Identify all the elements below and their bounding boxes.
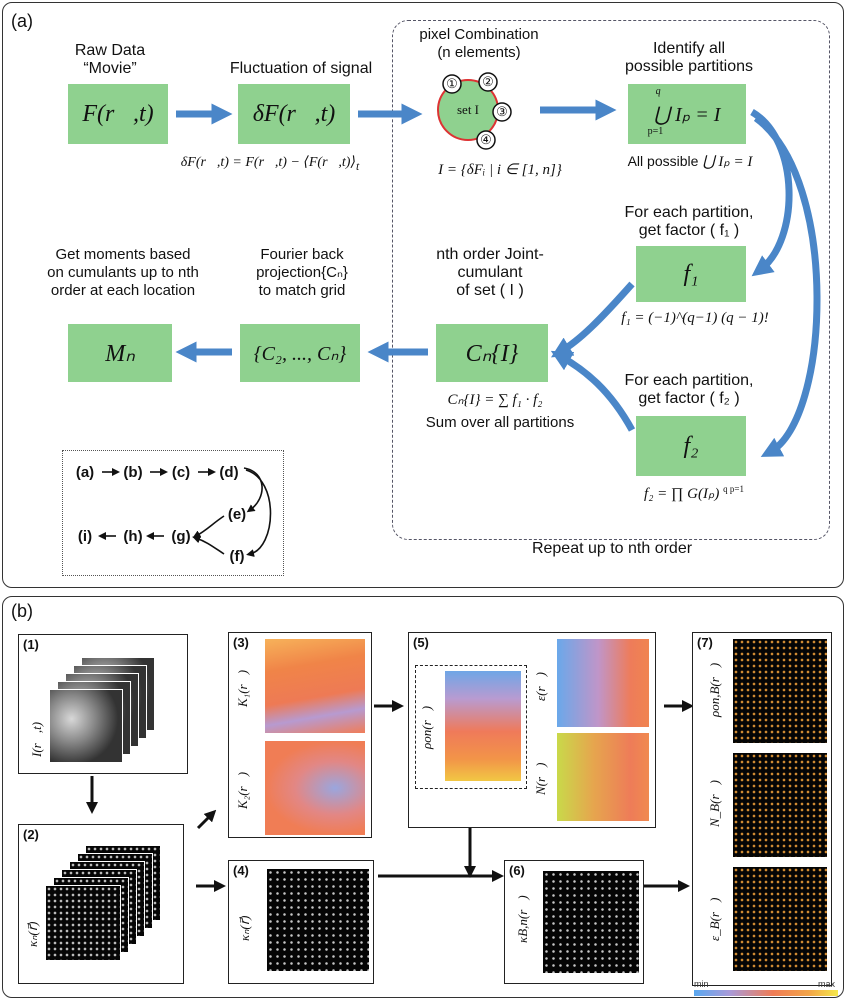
flow-f: (f) [229, 548, 245, 565]
panel-a-arrows [175, 99, 821, 457]
box-Mn: Mₙ [68, 324, 172, 382]
sub-6: (6) κB,n(r⃗) [504, 860, 644, 984]
fluctuation-title: Fluctuation of signal [229, 60, 373, 77]
box-Cn: Cₙ{I} [436, 324, 548, 382]
node-3 [492, 102, 512, 122]
node-1 [442, 74, 462, 94]
f2-formula: f₂ = ∏ G(Iₚ) q p=1 [644, 484, 744, 502]
repeat-label: Repeat up to nth order [531, 540, 693, 557]
sub-3-label-bottom: K₂(r⃗) [235, 771, 250, 809]
box-delta-F: δF(r⃗,t) [238, 84, 350, 144]
box-f1: f₁ [636, 246, 746, 302]
sub-4-num: (4) [233, 863, 249, 878]
sub-5-num: (5) [413, 635, 429, 650]
sub-2-label: κₙ(r⃗) [25, 921, 40, 947]
box-C-set: {C₂, ..., Cₙ} [240, 324, 360, 382]
sub-1-num: (1) [23, 637, 39, 652]
colorbar-min: min [694, 979, 709, 989]
image-K2 [265, 741, 365, 835]
box-f2: f₂ [636, 416, 746, 476]
box-raw-F: F(r⃗,t) [68, 84, 168, 144]
sub-7: (7) ρon,B(r⃗) N_B(r⃗) ε_B(r⃗) [692, 632, 832, 986]
f1-title: For each partition, get factor ( f₁ ) [624, 204, 754, 239]
sub-4: (4) κₙ(r⃗) [228, 860, 374, 984]
image-kappa-n [267, 869, 369, 971]
panel-b-arrows [86, 700, 694, 892]
flow-a: (a) [75, 464, 95, 481]
Cn-formula: Cₙ{I} = ∑ f₁ · f₂ [447, 392, 543, 408]
panel-b-label: (b) [11, 601, 33, 621]
flow-h: (h) [123, 528, 143, 545]
node-2-label: ② [482, 74, 494, 89]
image-N-B [733, 753, 827, 857]
image-rho-on-B [733, 639, 827, 743]
f2-title: For each partition, get factor ( f₂ ) [624, 372, 754, 407]
node-4 [476, 130, 496, 150]
sub-5: (5) ρon(r⃗) ε(r⃗) N(r⃗) [408, 632, 656, 828]
sub-1: (1) I(r⃗,t) [18, 634, 188, 774]
sub-4-label: κₙ(r⃗) [237, 915, 252, 941]
delta-F-formula: δF(r⃗,t) = F(r⃗,t) − ⟨F(r⃗,t)⟩t [180, 155, 360, 173]
flow-e: (e) [227, 506, 247, 523]
set-formula: I = {δFᵢ | i ∈ [1, n]} [438, 162, 562, 178]
moments-title: Get moments based on cumulants up to nth… [47, 246, 199, 299]
flow-i: (i) [77, 528, 93, 545]
arrow-f-g [550, 350, 636, 432]
sub-7-label-mid: N_B(r⃗) [707, 780, 722, 827]
node-4-label: ④ [480, 132, 492, 147]
box-partition: ⋃ Iₚ = I q p=1 [628, 84, 746, 144]
colorbar [694, 990, 838, 996]
pixel-set-circle [437, 72, 512, 150]
pixel-combination-title: pixel Combination (n elements) [419, 26, 539, 61]
colorbar-max: max [818, 979, 836, 989]
image-K1 [265, 639, 365, 733]
sub-5-label-N: N(r⃗) [533, 762, 548, 796]
all-possible-line: All possible ⋃ Iₚ = I [627, 153, 753, 170]
repeat-region [392, 20, 830, 540]
sub-6-label: κB,n(r⃗) [515, 895, 530, 943]
arrow-d-f [753, 115, 821, 457]
sub-3-label-top: K₁(r⃗) [235, 669, 250, 707]
arrow-e-g [550, 281, 635, 358]
flow-c: (c) [171, 464, 191, 481]
sub-5-label-rho: ρon(r⃗) [419, 705, 434, 749]
sub-2-num: (2) [23, 827, 39, 842]
image-epsilon [557, 639, 649, 727]
image-N [557, 733, 649, 821]
flow-b: (b) [123, 464, 143, 481]
sub-7-num: (7) [697, 635, 713, 650]
flow-arrows [98, 467, 272, 557]
image-epsilon-B [733, 867, 827, 971]
panel-a-label: (a) [11, 11, 33, 31]
sub-5-label-eps: ε(r⃗) [533, 672, 548, 701]
sub-2: (2) κₙ(r⃗) [18, 824, 184, 984]
flow-d: (d) [219, 464, 239, 481]
node-2 [478, 72, 498, 92]
fourier-title: Fourier back projection{Cₙ} to match gri… [256, 246, 348, 299]
node-3-label: ③ [496, 104, 508, 119]
sub-7-label-top: ρon,B(r⃗) [707, 662, 722, 717]
sub-6-num: (6) [509, 863, 525, 878]
f1-formula: f₁ = (−1)^(q−1) (q − 1)! [621, 310, 769, 326]
sub-3-num: (3) [233, 635, 249, 650]
sub-7-label-bot: ε_B(r⃗) [707, 897, 722, 941]
image-rho-on [445, 671, 521, 781]
sub-3: (3) K₁(r⃗) K₂(r⃗) [228, 632, 372, 838]
partitions-title: Identify all possible partitions [624, 40, 754, 75]
circle-set-label: set I [456, 102, 480, 117]
cumulant-title: nth order Joint- cumulant of set ( I ) [436, 246, 544, 299]
flow-g: (g) [171, 528, 191, 545]
raw-data-title: Raw Data “Movie” [74, 42, 146, 77]
sum-partitions-label: Sum over all partitions [425, 414, 575, 431]
image-kappa-Bn [543, 871, 639, 973]
node-1-label: ① [446, 76, 458, 91]
